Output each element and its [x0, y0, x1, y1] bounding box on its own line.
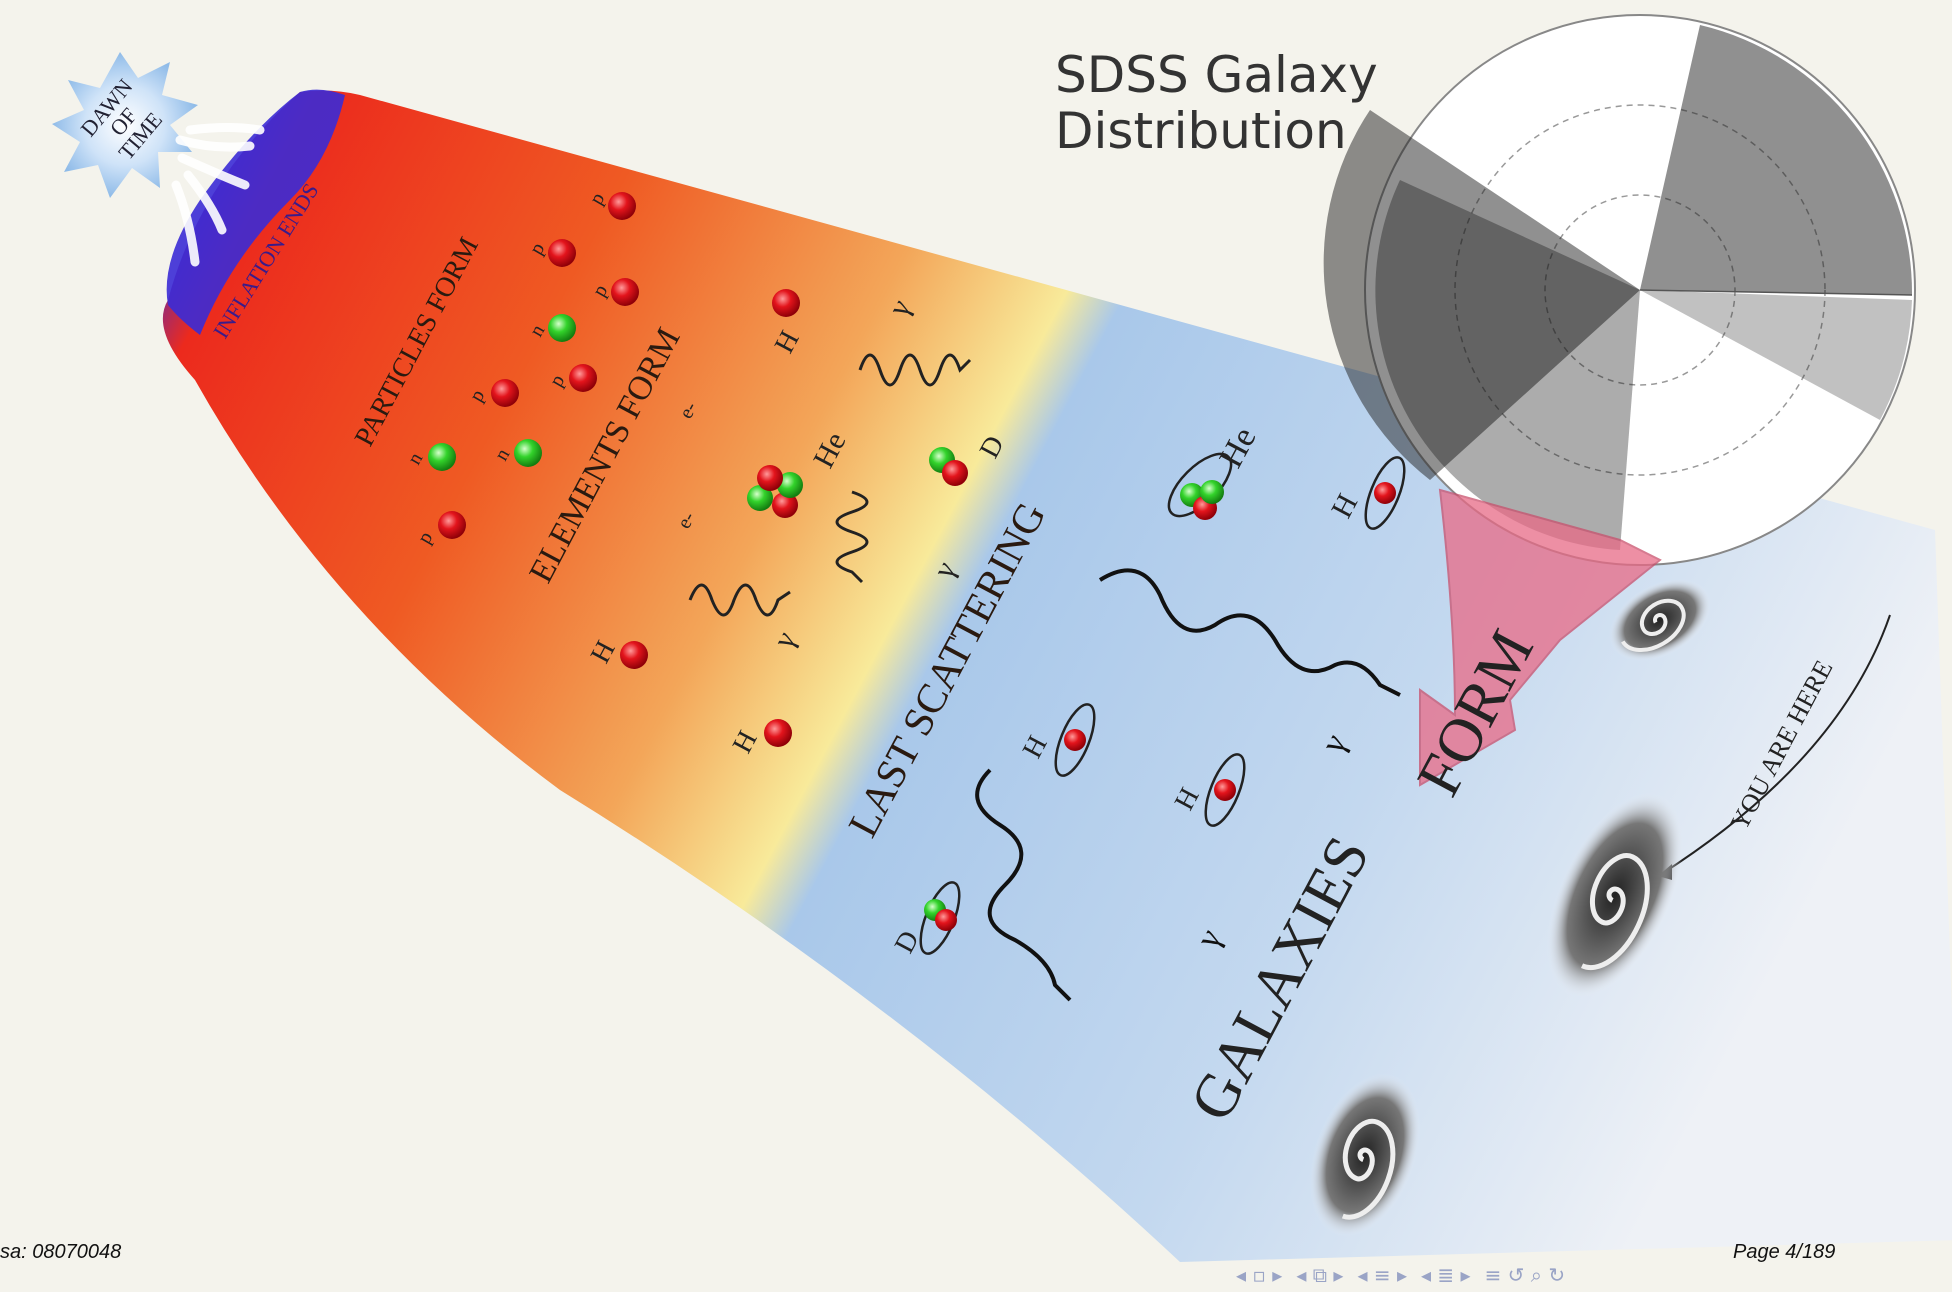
spiral-galaxy-top — [1609, 579, 1711, 661]
slide-navigation-bar: ◂ ▫ ▸ ◂ ⧉ ▸ ◂ ≡ ▸ ◂ ≣ ▸ ≡ ↺ ⌕ ↻ — [1236, 1261, 1936, 1289]
galaxies-form-arrow — [1419, 488, 1662, 787]
dawn-of-time-star: DAWN OF TIME — [52, 52, 265, 267]
nav-search-icon[interactable]: ≡ ↺ ⌕ ↻ — [1484, 1263, 1566, 1287]
you-are-here-pointer — [1659, 614, 1891, 876]
page-number: Page 4/189 — [1733, 1241, 1836, 1263]
nav-prev-section-icon[interactable]: ◂ ≡ ▸ — [1357, 1263, 1407, 1287]
sdss-galaxy-map — [1323, 14, 1916, 566]
universe-cone — [162, 90, 1952, 1262]
nav-first-icon[interactable]: ◂ ▫ ▸ — [1236, 1263, 1283, 1287]
spiral-galaxy-middle — [1546, 792, 1684, 998]
title-line2: Distribution — [1055, 102, 1347, 160]
nav-next-section-icon[interactable]: ◂ ≣ ▸ — [1421, 1263, 1471, 1287]
nav-prev-frame-icon[interactable]: ◂ ⧉ ▸ — [1296, 1263, 1344, 1287]
title-line1: SDSS Galaxy — [1055, 46, 1378, 104]
spiral-galaxy-bottom — [1309, 1073, 1421, 1237]
inflation-cap — [166, 89, 345, 335]
footer-left-text: sa: 08070048 — [0, 1241, 122, 1263]
